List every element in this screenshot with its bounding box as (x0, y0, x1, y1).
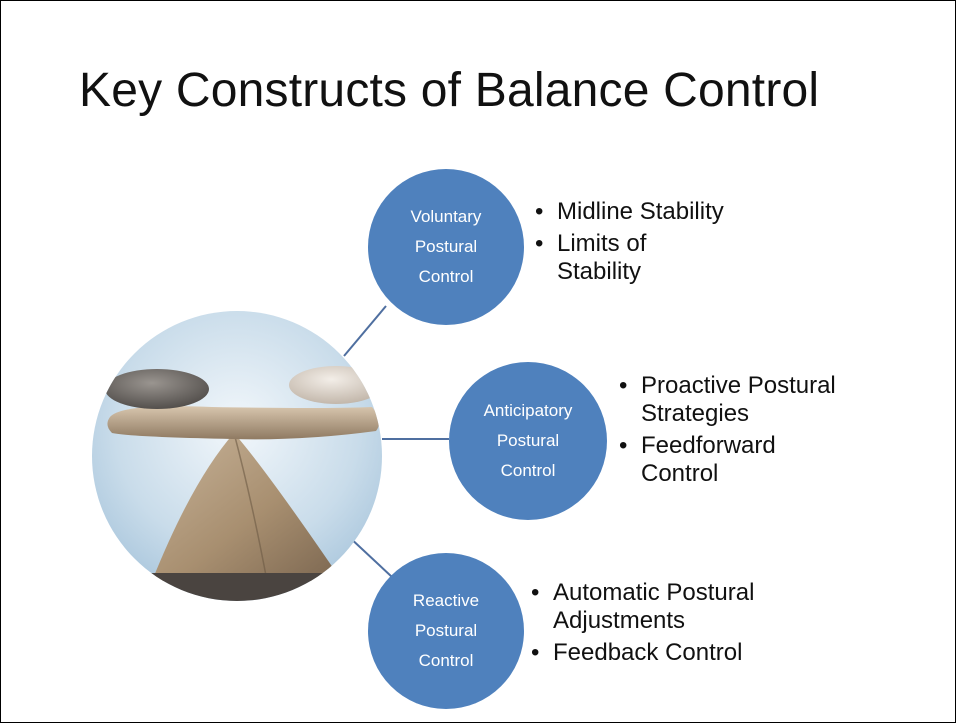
bullet-dot-icon: • (531, 579, 540, 606)
bullet-item: • Feedforward Control (619, 432, 831, 488)
bullet-item: • Limits of Stability (535, 230, 687, 286)
bullet-dot-icon: • (619, 432, 628, 459)
node-label-line: Anticipatory (483, 401, 573, 420)
slide-title: Key Constructs of Balance Control (79, 64, 820, 117)
node-label-line: Postural (414, 621, 478, 640)
bullet-dot-icon: • (619, 372, 628, 399)
node-voluntary-postural-control: Voluntary Postural Control (368, 169, 524, 325)
node-label-line: Control (418, 651, 474, 670)
node-label-line: Control (418, 267, 474, 286)
bullet-list-anticipatory: • Proactive Postural Strategies • Feedforw… (619, 372, 939, 492)
bullet-dot-icon: • (535, 230, 544, 257)
bullet-dot-icon: • (535, 198, 544, 225)
node-anticipatory-postural-control: Anticipatory Postural Control (449, 362, 607, 520)
connector-voluntary (343, 305, 387, 357)
bullet-item: • Proactive Postural Strategies (619, 372, 881, 428)
bullet-item: • Midline Stability (535, 198, 795, 226)
bullet-item: • Feedback Control (531, 639, 823, 667)
bullet-text: Proactive Postural Strategies (641, 372, 836, 427)
bullet-list-voluntary: • Midline Stability • Limits of Stability (535, 198, 795, 290)
node-label-line: Voluntary (410, 207, 482, 226)
bullet-list-reactive: • Automatic Postural Adjustments • Feedbac… (531, 579, 851, 671)
node-label-line: Control (500, 461, 556, 480)
balanced-stones-image (92, 311, 382, 601)
bullet-item: • Automatic Postural Adjustments (531, 579, 823, 635)
bullet-text: Midline Stability (557, 198, 724, 225)
bullet-text: Limits of Stability (557, 230, 647, 285)
node-reactive-postural-control: Reactive Postural Control (368, 553, 524, 709)
bullet-text: Automatic Postural Adjustments (553, 579, 755, 634)
bullet-text: Feedforward Control (641, 432, 776, 487)
connector-reactive (346, 534, 393, 578)
bullet-dot-icon: • (531, 639, 540, 666)
node-label-line: Reactive (412, 591, 480, 610)
node-label-line: Postural (414, 237, 478, 256)
node-label-line: Postural (496, 431, 560, 450)
bullet-text: Feedback Control (553, 639, 743, 666)
